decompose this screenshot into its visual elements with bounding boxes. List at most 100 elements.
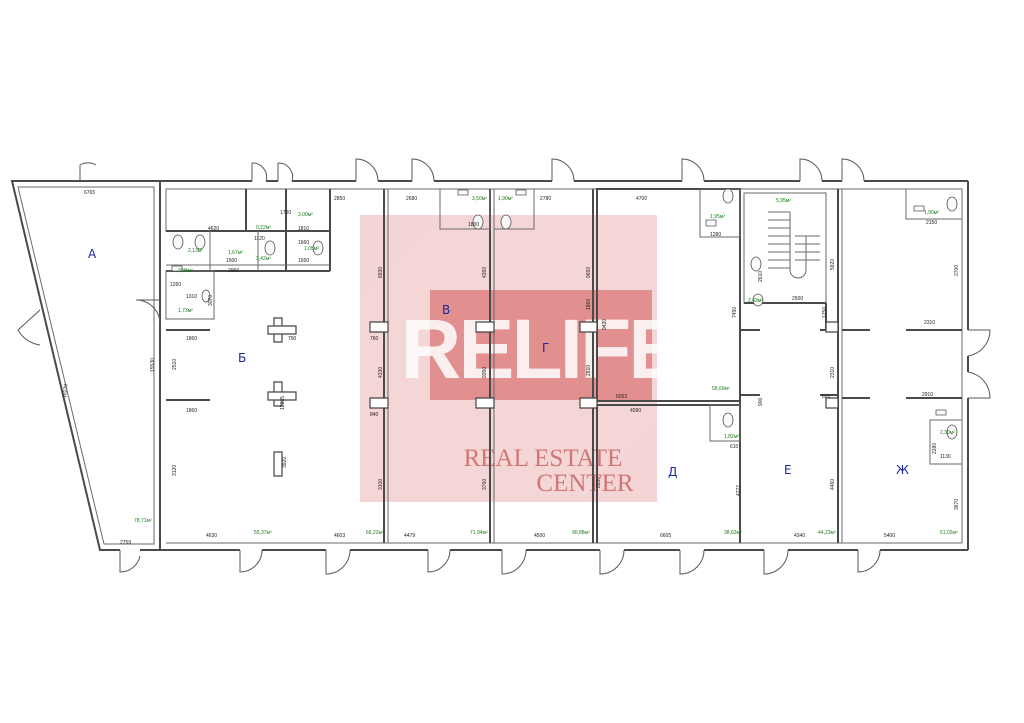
area-label: 1,90м²	[924, 210, 939, 216]
dimension: 4460	[830, 479, 836, 490]
area-label: 58,60м²	[712, 386, 730, 392]
dimension: 16278	[62, 384, 69, 399]
dimension: 1660	[298, 240, 309, 246]
area-label: 1,95м²	[710, 214, 725, 220]
room-labels: А Б В Г Д Е Ж	[88, 247, 909, 479]
dimension: 7450	[732, 307, 738, 318]
dimension: 2150	[926, 220, 937, 226]
doors	[18, 159, 990, 574]
area-label: 2,13м²	[188, 248, 203, 254]
area-label: 1,67м²	[228, 250, 243, 256]
area-label: 55,37м²	[254, 530, 272, 536]
dimension: 2310	[924, 320, 935, 326]
watermark: RELIFE REAL ESTATE CENTER	[360, 215, 684, 502]
dimension: 8930	[378, 267, 384, 278]
dimension: 1280	[710, 232, 721, 238]
dimension: 2680	[406, 196, 417, 202]
column	[274, 452, 282, 476]
outer-walls	[12, 181, 968, 550]
sink-icon	[172, 266, 182, 271]
dimension: 790	[288, 336, 297, 342]
room-label-g: Г	[542, 341, 549, 355]
dimension: 610	[730, 444, 739, 450]
toilet-icon	[264, 240, 276, 256]
dimension: 1860	[586, 299, 592, 310]
sanitary-fixtures	[172, 188, 958, 440]
area-label: 44,23м²	[818, 530, 836, 536]
dimension: 1650	[298, 258, 309, 264]
area-label: 38,63м²	[724, 530, 742, 536]
dimension: 5400	[884, 533, 895, 539]
column	[580, 322, 597, 332]
room-label-d: Д	[668, 465, 677, 479]
column	[826, 322, 838, 332]
dimension: 6053	[616, 394, 627, 400]
dimension: 2280	[932, 443, 938, 454]
watermark-line1: REAL ESTATE	[464, 445, 623, 472]
column	[370, 398, 388, 408]
dimension-labels: 6765 4620 1120 1700 1810 1660 1650 2960 …	[62, 190, 960, 546]
dimension: 5920	[830, 259, 836, 270]
area-label: 1,82м²	[724, 434, 739, 440]
dimension: 1800	[468, 222, 479, 228]
dimension: 4330	[378, 367, 384, 378]
column	[268, 392, 296, 400]
dimension: 820	[822, 394, 831, 400]
dimension: 4500	[534, 533, 545, 539]
dimension: 4603	[334, 533, 345, 539]
dimension: 2310	[830, 367, 836, 378]
area-label: 90,88м²	[572, 530, 590, 536]
dimension: 9420	[602, 319, 608, 330]
toilet-icon	[472, 214, 484, 230]
watermark-line2: CENTER	[536, 470, 634, 497]
area-label: 2,43м²	[748, 298, 763, 304]
sink-icon	[516, 190, 526, 195]
dimension: 1860	[186, 336, 197, 342]
dimension: 900	[758, 397, 764, 406]
dimension: 2910	[922, 392, 933, 398]
sink-icon	[458, 190, 468, 195]
area-label: 1,05м²	[304, 246, 319, 252]
column	[268, 326, 296, 334]
area-label: 3,00м²	[298, 212, 313, 218]
dimension: 2500	[792, 296, 803, 302]
room-label-a: А	[88, 247, 97, 261]
room-label-zh: Ж	[896, 463, 909, 477]
dimension: 4990	[630, 408, 641, 414]
area-label: 3,42м²	[256, 256, 271, 262]
interior-walls	[166, 189, 962, 543]
dimension: 4479	[404, 533, 415, 539]
dimension: 1700	[280, 210, 291, 216]
dimension: 2759	[120, 540, 131, 546]
sink-icon	[936, 410, 946, 415]
toilet-icon	[312, 240, 324, 256]
area-label: 1,73м²	[178, 308, 193, 314]
dimension: 1310	[186, 294, 197, 300]
dimension: 3100	[378, 479, 384, 490]
dimension: 4340	[794, 533, 805, 539]
area-label: 51,02м²	[940, 530, 958, 536]
column	[370, 322, 388, 332]
dimension: 12935	[280, 396, 286, 410]
sink-icon	[914, 206, 924, 211]
column	[476, 322, 494, 332]
dimension: 2780	[540, 196, 551, 202]
area-label: 71,94м²	[470, 530, 488, 536]
dimension: 1120	[254, 236, 265, 242]
area-label: 2,30м²	[940, 430, 955, 436]
area-label: 0,22м²	[256, 225, 271, 231]
dimension: 1260	[170, 282, 181, 288]
dimension: 1250	[822, 307, 828, 318]
area-label: 66,22м²	[366, 530, 384, 536]
sink-icon	[706, 220, 716, 226]
column	[580, 398, 597, 408]
dimension: 15530	[150, 358, 156, 372]
columns	[268, 318, 838, 476]
area-label: 1,90м²	[498, 196, 513, 202]
dimension: 4350	[482, 267, 488, 278]
stair-treads	[768, 212, 820, 278]
dimension: 3670	[954, 499, 960, 510]
dimension: 1860	[186, 408, 197, 414]
dimension: 4277	[736, 485, 742, 496]
